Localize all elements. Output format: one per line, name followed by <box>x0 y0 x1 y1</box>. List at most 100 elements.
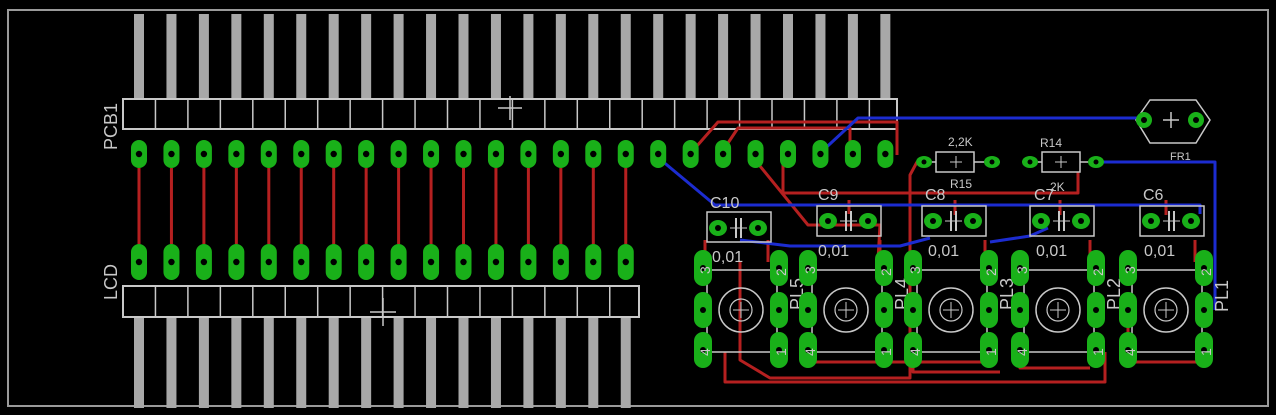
r14-value: 2K <box>1050 180 1065 194</box>
header-pins-bottom <box>134 316 631 408</box>
header-pin <box>523 316 534 408</box>
c9-value: 0,01 <box>818 243 849 260</box>
pad <box>390 244 407 280</box>
pin-number: 2 <box>1198 268 1214 276</box>
pin-number: 2 <box>878 268 894 276</box>
resistor-r15: 2,2K R15 <box>916 135 1000 191</box>
pad <box>812 140 829 168</box>
pad <box>877 140 894 168</box>
capacitor-c6: C6 0,01 <box>1139 187 1205 260</box>
pin-number: 4 <box>1014 348 1030 356</box>
pad <box>487 140 504 168</box>
pad <box>585 140 602 168</box>
header-pin <box>263 14 274 100</box>
header-pin <box>198 14 209 100</box>
pin-number: 1 <box>1198 348 1214 356</box>
pad <box>682 140 699 168</box>
header-pin <box>620 316 631 408</box>
pad <box>163 244 180 280</box>
header-pin <box>361 316 372 408</box>
header-pin <box>653 14 664 100</box>
origin-cross-top <box>498 96 522 120</box>
c8-label: C8 <box>925 187 946 204</box>
pad <box>358 140 375 168</box>
pad <box>358 244 375 280</box>
pad <box>423 244 440 280</box>
header-pin <box>231 316 242 408</box>
capacitor-c7: C7 0,01 <box>1029 187 1095 260</box>
pad <box>325 140 342 168</box>
pad <box>487 244 504 280</box>
header-pin <box>685 14 696 100</box>
pad <box>715 140 732 168</box>
header-pins-top <box>134 14 891 100</box>
header-pin <box>263 316 274 408</box>
origin-cross-bottom <box>370 298 396 326</box>
pin-number: 2 <box>773 268 789 276</box>
pin-number: 1 <box>773 348 789 356</box>
pad <box>293 244 310 280</box>
c8-value: 0,01 <box>928 243 959 260</box>
header-pin <box>361 14 372 100</box>
header-pin <box>847 14 858 100</box>
header-pin <box>718 14 729 100</box>
pcb1-label: PCB1 <box>101 103 121 150</box>
header-pin <box>393 316 404 408</box>
c7-value: 0,01 <box>1036 243 1067 260</box>
header-pin <box>523 14 534 100</box>
capacitor-c10: C10 0,01 <box>706 195 772 266</box>
header-pin <box>815 14 826 100</box>
pad <box>780 140 796 168</box>
lcd-label: LCD <box>101 264 121 300</box>
header-pin <box>393 14 404 100</box>
pin-number: 3 <box>1122 266 1138 274</box>
header-pin <box>296 316 307 408</box>
pad <box>650 140 667 168</box>
header-pin <box>880 14 891 100</box>
pad <box>228 140 245 168</box>
capacitor-c9: C9 0,01 <box>816 187 882 260</box>
fuse-fr1: FR1 <box>1135 99 1211 163</box>
header-pin <box>166 14 177 100</box>
pad <box>455 140 472 168</box>
header-pin <box>166 316 177 408</box>
header-pin <box>198 316 209 408</box>
c9-label: C9 <box>818 187 839 204</box>
pad <box>131 140 147 168</box>
c10-value: 0,01 <box>712 249 743 266</box>
pin-number: 4 <box>697 348 713 356</box>
header-pin <box>588 316 599 408</box>
c10-label: C10 <box>710 195 739 212</box>
header-pin <box>555 316 566 408</box>
top-layer-traces-vertical <box>137 168 628 244</box>
pads-bottom <box>131 244 634 280</box>
pin-number: 1 <box>983 348 999 356</box>
header-pin <box>231 14 242 100</box>
header-pin <box>328 14 339 100</box>
pad <box>195 140 212 168</box>
pad <box>520 140 537 168</box>
header-pin <box>588 14 599 100</box>
pad <box>552 140 569 168</box>
pin-number: 2 <box>1090 268 1106 276</box>
pad <box>423 140 440 168</box>
pad <box>325 244 342 280</box>
header-pin <box>426 14 437 100</box>
pcb1-header <box>122 96 898 130</box>
pad <box>260 140 277 168</box>
pad <box>260 244 277 280</box>
pad <box>293 140 310 168</box>
pin-number: 3 <box>697 266 713 274</box>
header-pin <box>783 14 793 100</box>
r14-label: R14 <box>1040 136 1062 150</box>
pin-number: 2 <box>983 268 999 276</box>
capacitor-c8: C8 0,01 <box>921 187 987 260</box>
fr1-label: FR1 <box>1170 151 1191 163</box>
c6-label: C6 <box>1143 187 1164 204</box>
pad <box>228 244 245 280</box>
